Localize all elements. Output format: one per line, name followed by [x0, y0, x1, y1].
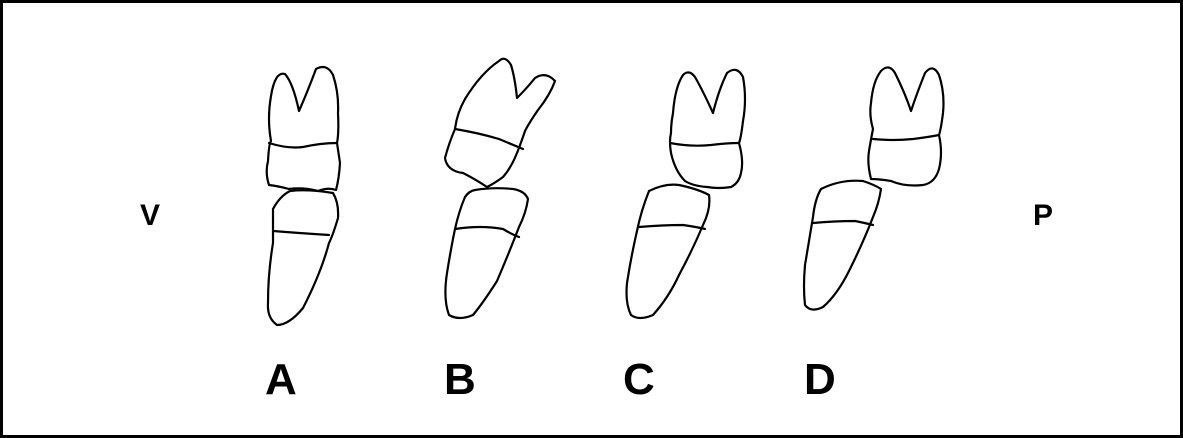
- tooth-pair-c: [627, 70, 746, 318]
- panel-label-b: B: [444, 358, 476, 402]
- lower-tooth-b: [445, 188, 528, 318]
- tooth-pair-b: [445, 59, 555, 318]
- panel-label-d: D: [804, 358, 836, 402]
- right-side-label: P: [1033, 201, 1053, 231]
- upper-tooth-d-cej: [873, 135, 939, 140]
- lower-tooth-a-cej: [273, 231, 329, 235]
- tooth-pair-a: [267, 67, 340, 325]
- panel-label-a: A: [265, 358, 297, 402]
- tooth-pair-d: [804, 67, 944, 309]
- upper-tooth-b: [445, 59, 555, 187]
- upper-tooth-a-cej: [269, 143, 337, 148]
- lower-tooth-d-cej: [813, 221, 873, 225]
- upper-tooth-c: [670, 70, 745, 188]
- lower-tooth-d: [804, 181, 881, 310]
- upper-tooth-d: [868, 67, 943, 185]
- left-side-label: V: [140, 201, 160, 231]
- panel-label-c: C: [623, 358, 655, 402]
- lower-tooth-a: [268, 190, 338, 325]
- upper-tooth-c-cej: [670, 143, 739, 146]
- tooth-diagram: [3, 3, 1180, 435]
- lower-tooth-c: [627, 185, 710, 318]
- lower-tooth-c-cej: [639, 225, 705, 229]
- upper-tooth-b-cej: [455, 129, 523, 149]
- upper-tooth-a: [267, 67, 340, 191]
- lower-tooth-b-cej: [455, 227, 519, 237]
